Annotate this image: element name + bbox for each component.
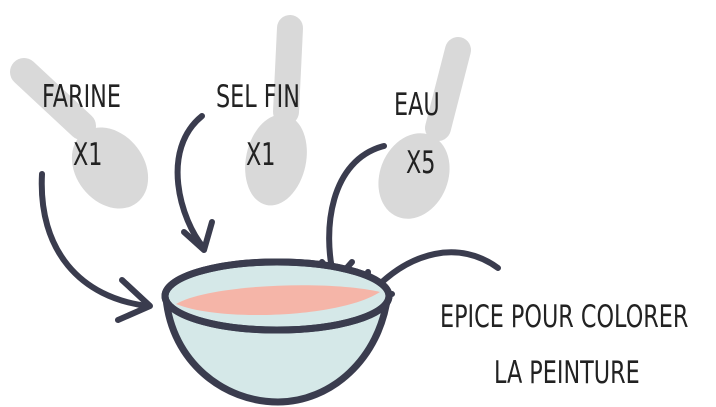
arrow-icon-sel: [174, 113, 215, 253]
arrow-icon-eau: [319, 143, 387, 283]
ingredient-eau-qty: X5: [406, 145, 436, 181]
liquid-surface: [176, 285, 380, 316]
extra-line-2: LA PEINTURE: [494, 355, 640, 391]
spoon-icon-eau: [378, 37, 471, 219]
extra-line-1: EPICE POUR COLORER: [440, 299, 689, 335]
ingredient-sel-qty: X1: [246, 137, 276, 173]
spoon-icon-sel: [245, 15, 307, 206]
bowl-icon: [161, 258, 393, 406]
ingredient-farine-qty: X1: [73, 137, 103, 173]
arrow-icon-farine: [38, 171, 153, 323]
ingredient-eau-name: EAU: [394, 87, 440, 123]
spoon-icon-farine: [10, 58, 149, 209]
ingredient-sel-name: SEL FIN: [216, 79, 300, 115]
ingredient-farine-name: FARINE: [42, 79, 121, 115]
